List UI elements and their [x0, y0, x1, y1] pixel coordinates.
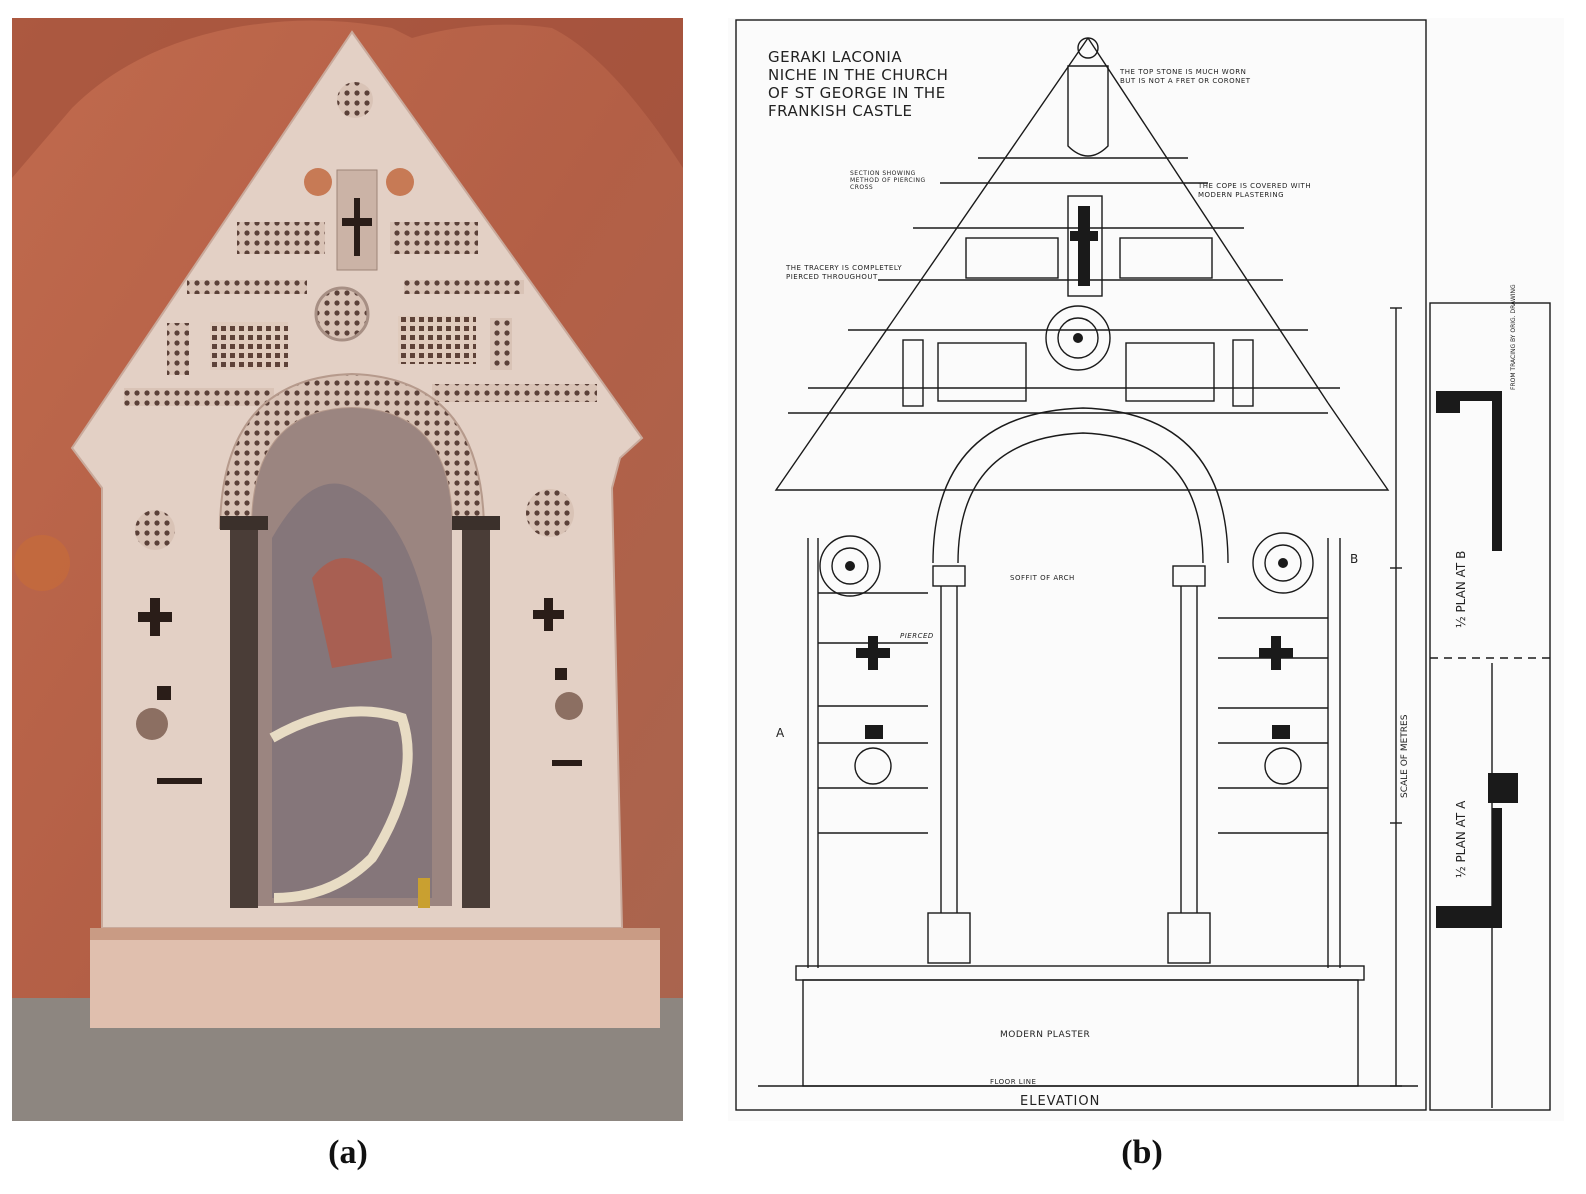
note-line: THE TOP STONE IS MUCH WORN [1120, 68, 1247, 76]
note-line: THE COPE IS COVERED WITH [1198, 182, 1312, 190]
note-line: CROSS [850, 184, 874, 191]
note-line: SECTION SHOWING [850, 170, 916, 177]
modern-plaster-label: MODERN PLASTER [1000, 1030, 1091, 1040]
scale-label: SCALE OF METRES [1400, 714, 1410, 798]
title-line-4: FRANKISH CASTLE [768, 102, 913, 120]
note-tracery: THE TRACERY IS COMPLETELY PIERCED THROUG… [786, 264, 902, 282]
caption-a-text: (a) [328, 1134, 368, 1171]
niche-photo [12, 18, 683, 1121]
title-line-2: NICHE IN THE CHURCH [768, 66, 949, 84]
pierced-label: PIERCED [900, 632, 934, 640]
note-line: BUT IS NOT A FRET OR CORONET [1120, 77, 1251, 85]
note-line: THE TRACERY IS COMPLETELY [786, 264, 903, 272]
title-line-1: GERAKI LACONIA [768, 48, 903, 66]
niche-drawing: GERAKI LACONIA NICHE IN THE CHURCH OF ST… [728, 18, 1564, 1121]
note-top-stone: THE TOP STONE IS MUCH WORN BUT IS NOT A … [1120, 68, 1251, 86]
note-section: SECTION SHOWING METHOD OF PIERCING CROSS [850, 170, 926, 191]
caption-b-text: (b) [1121, 1134, 1163, 1171]
soffit-label: SOFFIT OF ARCH [1010, 574, 1075, 582]
tracing-note: FROM TRACING BY ORIG. DRAWING [1510, 284, 1517, 390]
marker-a: A [776, 726, 785, 740]
caption-b: (b) [1082, 1134, 1202, 1172]
title-line-3: OF ST GEORGE IN THE [768, 84, 946, 102]
marker-b: B [1350, 552, 1359, 566]
plan-b-label: ½ PLAN AT B [1454, 550, 1468, 628]
plan-a-label: ½ PLAN AT A [1454, 800, 1468, 878]
note-line: METHOD OF PIERCING [850, 177, 926, 184]
floor-line-label: FLOOR LINE [990, 1078, 1037, 1086]
note-line: MODERN PLASTERING [1198, 191, 1284, 199]
drawing-title: GERAKI LACONIA NICHE IN THE CHURCH OF ST… [768, 48, 948, 120]
note-line: PIERCED THROUGHOUT [786, 273, 878, 281]
elevation-label: ELEVATION [1020, 1094, 1101, 1109]
note-cope: THE COPE IS COVERED WITH MODERN PLASTERI… [1198, 182, 1311, 200]
caption-a: (a) [288, 1134, 408, 1172]
